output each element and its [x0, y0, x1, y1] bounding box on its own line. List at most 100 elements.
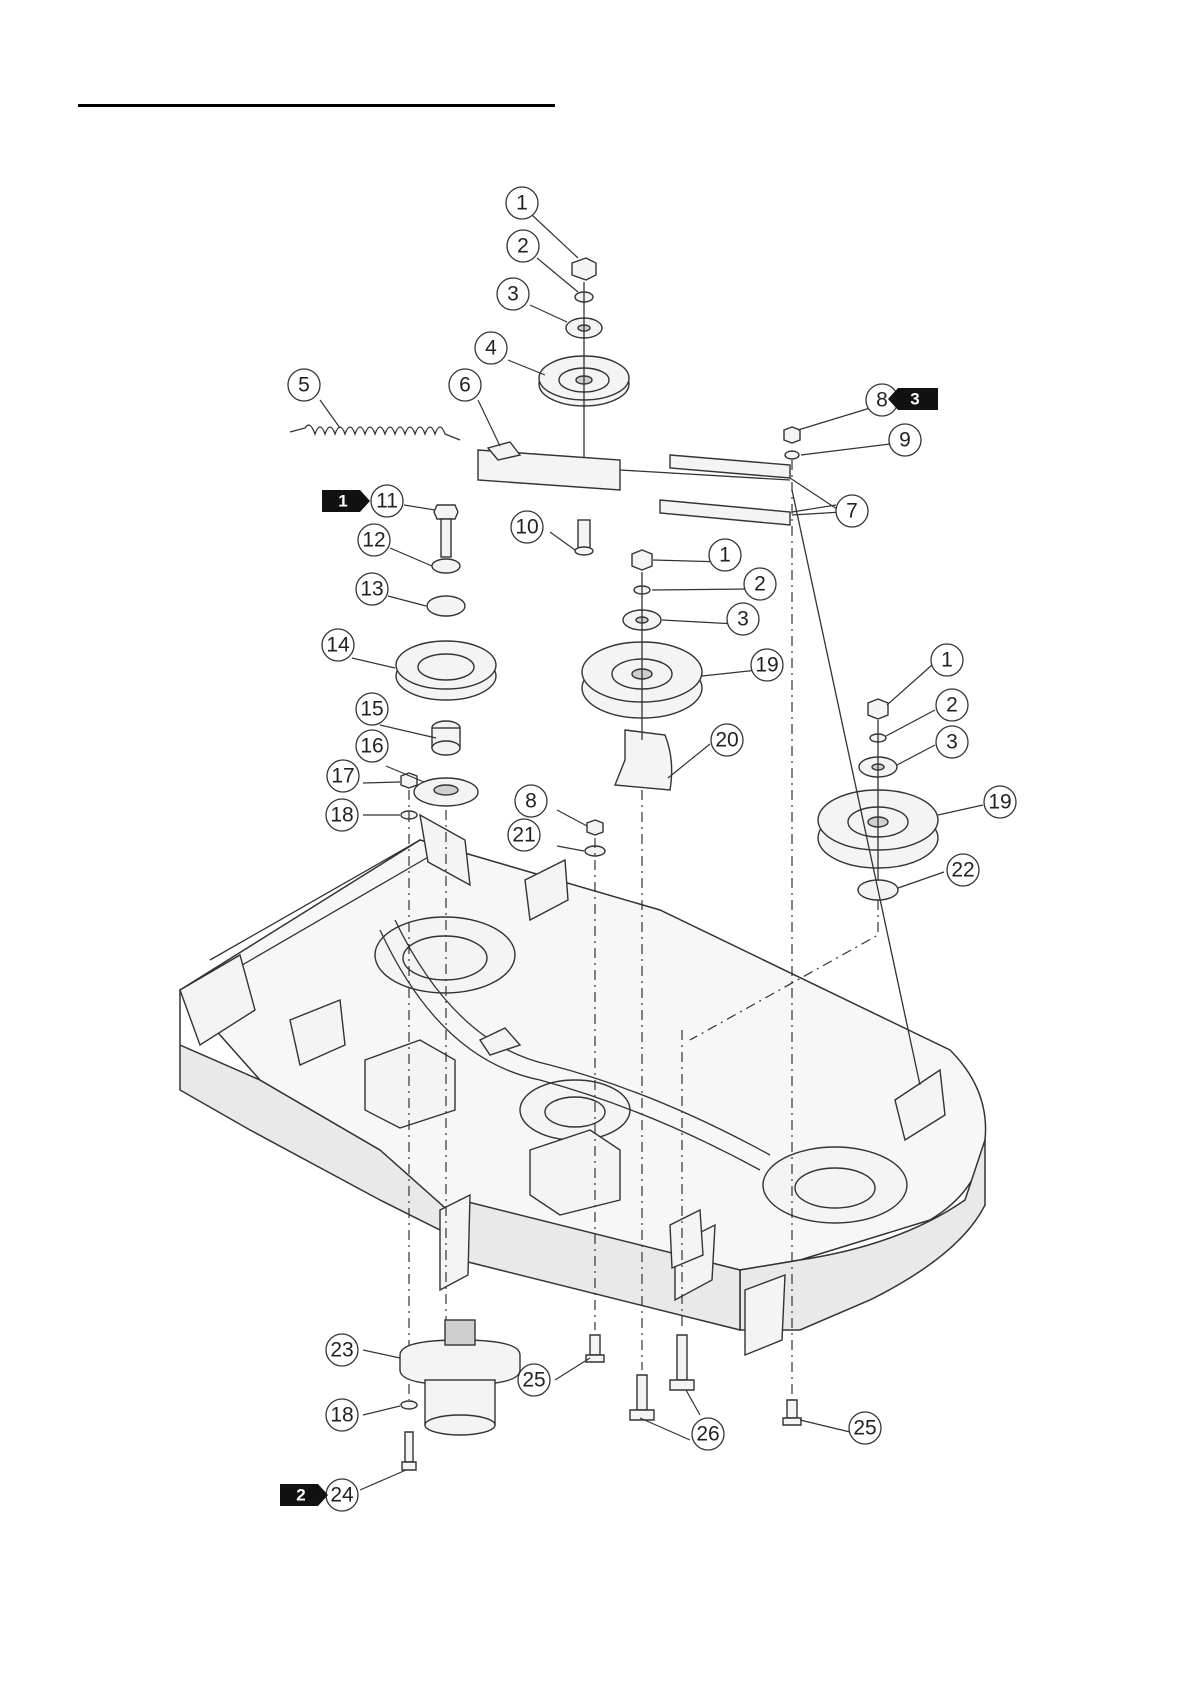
callout-25-center: 25	[518, 1364, 550, 1396]
callout-17: 17	[327, 760, 359, 792]
svg-text:20: 20	[715, 729, 738, 752]
svg-text:14: 14	[326, 634, 350, 657]
bolt-11	[434, 505, 458, 519]
bolt-26-right	[677, 1335, 687, 1380]
spacer-13	[427, 596, 465, 616]
svg-text:3: 3	[507, 283, 519, 306]
svg-text:18: 18	[330, 804, 353, 827]
callout-13: 13	[356, 573, 388, 605]
svg-text:25: 25	[522, 1369, 545, 1392]
svg-text:8: 8	[525, 790, 537, 813]
bolt-25-right	[787, 1400, 797, 1418]
callout-26: 26	[692, 1418, 724, 1450]
svg-text:13: 13	[360, 578, 383, 601]
svg-text:10: 10	[515, 516, 538, 539]
svg-text:19: 19	[755, 654, 778, 677]
callout-2: 2	[507, 230, 539, 262]
callout-22: 22	[947, 854, 979, 886]
svg-text:12: 12	[362, 529, 385, 552]
svg-text:19: 19	[988, 791, 1011, 814]
callout-8-center: 8	[515, 785, 547, 817]
callout-2-right: 2	[936, 689, 968, 721]
svg-text:5: 5	[298, 374, 310, 397]
washer-12	[432, 559, 460, 573]
nut-8-top	[784, 427, 800, 443]
callout-4: 4	[475, 332, 507, 364]
callout-24: 24	[326, 1479, 358, 1511]
idler-bracket-20	[615, 730, 672, 790]
callout-1: 1	[506, 187, 538, 219]
svg-text:2: 2	[946, 694, 958, 717]
svg-text:3: 3	[946, 731, 958, 754]
badge-3: 3	[888, 388, 938, 410]
svg-text:3: 3	[737, 608, 749, 631]
svg-text:18: 18	[330, 1404, 353, 1427]
callout-1-right: 1	[931, 644, 963, 676]
svg-text:11: 11	[376, 490, 398, 513]
callout-19-center: 19	[751, 649, 783, 681]
callout-2-center: 2	[744, 568, 776, 600]
callout-16: 16	[356, 730, 388, 762]
spacer-10	[578, 520, 590, 550]
svg-text:21: 21	[512, 824, 535, 847]
badge-1: 1	[322, 490, 370, 512]
callout-3-right: 3	[936, 726, 968, 758]
callout-7-upper: 7	[836, 495, 868, 527]
svg-text:2: 2	[517, 235, 529, 258]
bolt-26-left	[637, 1375, 647, 1410]
callout-3: 3	[497, 278, 529, 310]
callout-6: 6	[449, 369, 481, 401]
svg-text:1: 1	[338, 492, 347, 511]
bolt-25-center	[590, 1335, 600, 1355]
spindle-assembly-23	[400, 1340, 520, 1385]
svg-text:16: 16	[360, 735, 383, 758]
svg-text:9: 9	[899, 429, 911, 452]
callout-3-center: 3	[727, 603, 759, 635]
svg-text:25: 25	[853, 1417, 876, 1440]
callout-10: 10	[511, 511, 543, 543]
callout-18-top: 18	[326, 799, 358, 831]
nut-1-center	[632, 550, 652, 570]
callout-11: 11	[371, 485, 403, 517]
callout-5: 5	[288, 369, 320, 401]
washer-9	[785, 451, 799, 459]
callout-21: 21	[508, 819, 540, 851]
front-left-bracket	[440, 1195, 470, 1290]
svg-text:26: 26	[696, 1423, 719, 1446]
callout-19-right: 19	[984, 786, 1016, 818]
callout-15: 15	[356, 693, 388, 725]
callout-7-second	[792, 505, 836, 512]
nut-8-center	[587, 820, 603, 835]
callout-12: 12	[358, 524, 390, 556]
svg-text:4: 4	[485, 337, 497, 360]
callout-20: 20	[711, 724, 743, 756]
nut-1-top	[572, 258, 596, 280]
svg-text:3: 3	[910, 390, 919, 409]
svg-text:22: 22	[951, 859, 974, 882]
callout-18-bottom: 18	[326, 1399, 358, 1431]
nut-1-right	[868, 699, 888, 719]
svg-text:7: 7	[846, 500, 858, 523]
belt-guide-7-lower	[660, 500, 790, 525]
svg-text:17: 17	[331, 765, 354, 788]
svg-text:1: 1	[516, 192, 528, 215]
svg-text:15: 15	[360, 698, 383, 721]
callout-23: 23	[326, 1334, 358, 1366]
svg-text:1: 1	[941, 649, 953, 672]
svg-text:2: 2	[754, 573, 766, 596]
svg-text:6: 6	[459, 374, 471, 397]
svg-text:2: 2	[296, 1486, 305, 1505]
svg-text:23: 23	[330, 1339, 353, 1362]
svg-text:1: 1	[719, 544, 731, 567]
callout-25-right: 25	[849, 1412, 881, 1444]
svg-text:8: 8	[876, 389, 888, 412]
washer-18-bottom	[401, 1401, 417, 1409]
callout-9: 9	[889, 424, 921, 456]
bolt-24	[405, 1432, 413, 1462]
tension-spring-5	[290, 425, 460, 440]
badge-2: 2	[280, 1484, 328, 1506]
callout-1-center: 1	[709, 539, 741, 571]
svg-text:24: 24	[330, 1484, 354, 1507]
callout-14: 14	[322, 629, 354, 661]
